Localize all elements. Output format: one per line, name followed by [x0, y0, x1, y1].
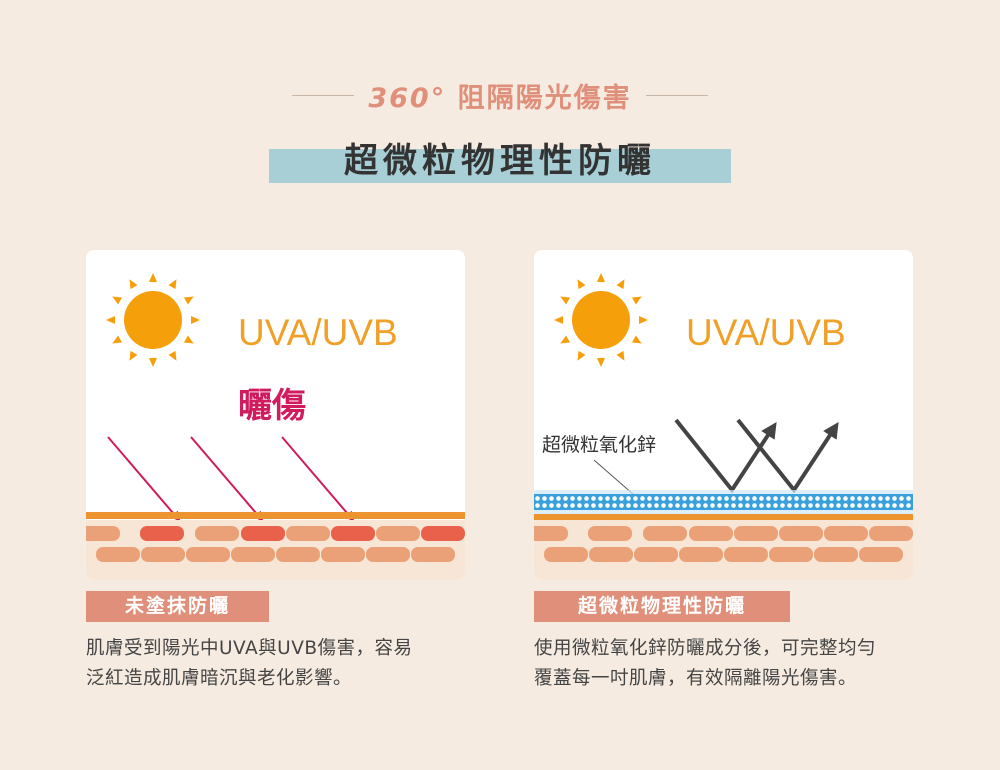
- zinc-oxide-label: 超微粒氧化鋅: [542, 434, 657, 456]
- page-title-block: 超微粒物理性防曬: [269, 133, 731, 185]
- section-subtitle: 360° 阻隔陽光傷害: [0, 75, 1000, 115]
- uv-arrow-icon: [190, 436, 264, 522]
- card-physical-sunscreen: UVA/UVB 超微粒氧化鋅: [534, 250, 913, 580]
- page-title: 超微粒物理性防曬: [344, 141, 656, 181]
- card-no-sunscreen: UVA/UVB 曬傷: [86, 250, 465, 580]
- skin-layer: [86, 512, 465, 580]
- subtitle-divider-right: [645, 94, 708, 96]
- sunburn-label: 曬傷: [238, 386, 306, 426]
- reflect-arrow-icon: [674, 418, 777, 494]
- skin-layer: [534, 514, 913, 580]
- uv-arrow-icon: [281, 436, 355, 522]
- description-no-sunscreen: 肌膚受到陽光中UVA與UVB傷害，容易 泛紅造成肌膚暗沉與老化影響。: [86, 634, 476, 694]
- no-sunscreen-illustration: [86, 273, 465, 580]
- physical-sunscreen-illustration: [534, 273, 913, 580]
- subtitle-number: 360°: [368, 82, 447, 114]
- title-highlight-bar: [269, 149, 731, 183]
- reflect-arrows: [674, 418, 839, 494]
- uv-label: UVA/UVB: [238, 312, 398, 353]
- caption-physical-sunscreen: 超微粒物理性防曬: [534, 591, 790, 622]
- subtitle-divider-left: [292, 94, 355, 96]
- sun-icon: [106, 273, 200, 367]
- description-line: 肌膚受到陽光中UVA與UVB傷害，容易: [86, 638, 413, 659]
- description-line: 覆蓋每一吋肌膚，有效隔離陽光傷害。: [534, 668, 858, 689]
- description-line: 泛紅造成肌膚暗沉與老化影響。: [86, 668, 353, 689]
- subtitle-text: 360° 阻隔陽光傷害: [368, 76, 631, 115]
- uv-label: UVA/UVB: [686, 312, 846, 353]
- subtitle-label: 阻隔陽光傷害: [457, 82, 632, 114]
- sun-icon: [554, 273, 648, 367]
- uv-arrows: [107, 436, 355, 522]
- uv-arrow-icon: [107, 436, 181, 522]
- description-line: 使用微粒氧化鋅防曬成分後，可完整均勻: [534, 638, 877, 659]
- description-physical-sunscreen: 使用微粒氧化鋅防曬成分後，可完整均勻 覆蓋每一吋肌膚，有效隔離陽光傷害。: [534, 634, 934, 694]
- caption-no-sunscreen: 未塗抹防曬: [86, 591, 269, 622]
- zinc-oxide-layer: [534, 490, 913, 514]
